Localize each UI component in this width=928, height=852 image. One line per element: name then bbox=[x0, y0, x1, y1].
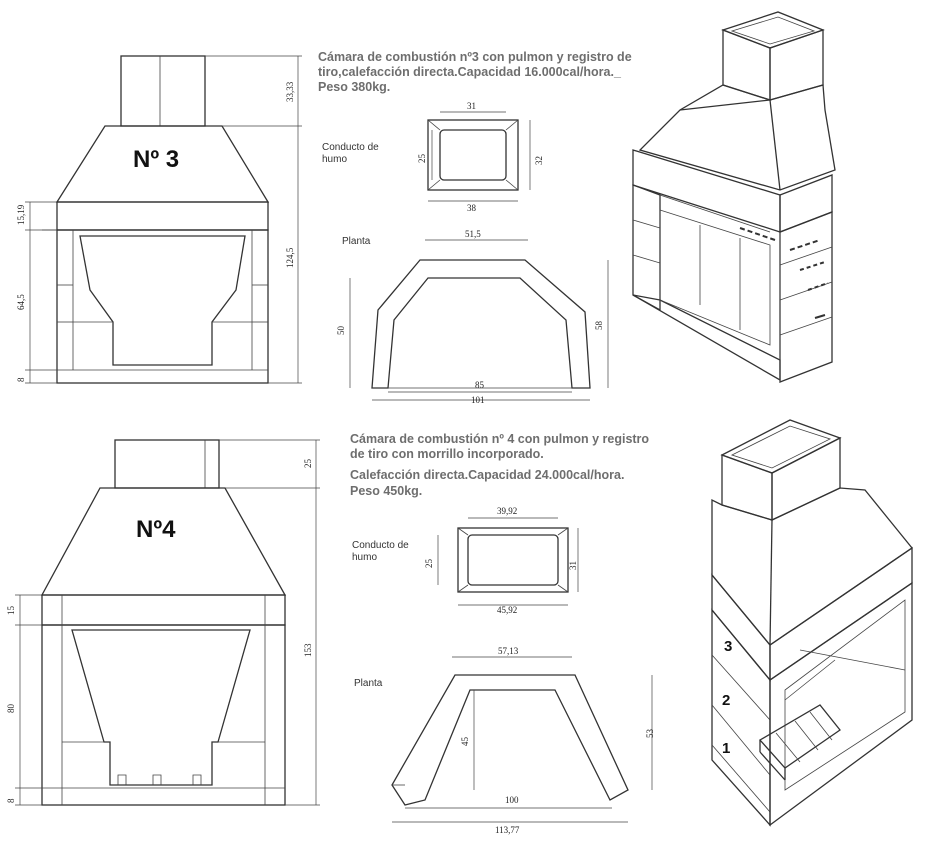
model3-flue-dim-left: 25 bbox=[417, 154, 427, 163]
model3-flue-label-line-2: humo bbox=[322, 154, 348, 165]
model3-title: Nº 3 bbox=[133, 146, 180, 173]
model4-section-number-2: 2 bbox=[722, 692, 731, 709]
model3-flue-label-line-1: Conducto de bbox=[322, 142, 379, 153]
model3-elev-dim-chimney: 33,33 bbox=[285, 81, 295, 102]
model3-front-elevation bbox=[25, 55, 302, 384]
model3-flue-dim-bottom: 38 bbox=[467, 203, 476, 213]
model3-description-line-2: tiro,calefacción directa.Capacidad 16.00… bbox=[318, 65, 621, 79]
model4-flue-dim-bottom: 45,92 bbox=[497, 605, 518, 615]
model3-plan-dim-inner: 85 bbox=[475, 380, 484, 390]
model4-elev-dim-base: 8 bbox=[6, 798, 16, 804]
model4-flue-label-line-1: Conducto de bbox=[352, 540, 409, 551]
model4-section-number-1: 1 bbox=[722, 740, 731, 757]
model3-elev-dim-total: 124,5 bbox=[285, 247, 295, 268]
model4-flue-label-line-2: humo bbox=[352, 552, 378, 563]
model4-elev-dim-opening: 80 bbox=[6, 704, 16, 713]
model4-elev-dim-band: 15 bbox=[6, 606, 16, 615]
model4-title: Nº4 bbox=[136, 516, 176, 543]
model4-isometric bbox=[711, 419, 913, 827]
model3-description-line-3: Peso 380kg. bbox=[318, 80, 391, 94]
model4-section-number-3: 3 bbox=[724, 638, 733, 655]
model4-description-line-3: Calefacción directa.Capacidad 24.000cal/… bbox=[350, 468, 625, 482]
model4-flue-dim-top: 39,92 bbox=[497, 506, 518, 516]
model3-flue-section bbox=[427, 111, 531, 202]
model3-isometric bbox=[632, 11, 836, 383]
model4-flue-dim-left: 25 bbox=[424, 559, 434, 568]
model3-elev-dim-band: 15,19 bbox=[16, 204, 26, 225]
model3-plan-dim-right: 58 bbox=[594, 321, 604, 330]
model3-plan-dim-outer: 101 bbox=[471, 395, 485, 405]
model4-flue-section bbox=[437, 517, 579, 606]
model3-elev-dim-base: 8 bbox=[16, 377, 26, 383]
model4-front-elevation bbox=[15, 439, 320, 806]
model4-description-line-2: de tiro con morrillo incorporado. bbox=[350, 447, 544, 461]
model4-elev-dim-chimney: 25 bbox=[303, 459, 313, 468]
model3-plan-dim-top: 51,5 bbox=[465, 229, 481, 239]
model4-description-line-1: Cámara de combustión nº 4 con pulmon y r… bbox=[350, 432, 650, 446]
model4-description-line-4: Peso 450kg. bbox=[350, 484, 423, 498]
model4-plan-label: Planta bbox=[354, 678, 383, 689]
model4-plan-dim-right: 53 bbox=[645, 729, 655, 738]
model4-plan bbox=[391, 656, 653, 823]
model4-plan-dim-inner: 100 bbox=[505, 795, 519, 805]
model3-description-line-1: Cámara de combustión nº3 con pulmon y re… bbox=[318, 50, 632, 64]
model3-flue-dim-right: 32 bbox=[534, 156, 544, 165]
model4-plan-dim-left: 45 bbox=[460, 737, 470, 746]
model3-flue-dim-top: 31 bbox=[467, 101, 476, 111]
model3-plan bbox=[349, 239, 609, 401]
model3-plan-label: Planta bbox=[342, 236, 371, 247]
model4-elev-dim-total: 153 bbox=[303, 643, 313, 658]
model4-plan-dim-top: 57,13 bbox=[498, 646, 519, 656]
model3-plan-dim-left: 50 bbox=[336, 326, 346, 335]
model4-plan-dim-outer: 113,77 bbox=[495, 825, 520, 835]
model4-flue-dim-right: 31 bbox=[568, 561, 578, 570]
model3-elev-dim-opening: 64,5 bbox=[16, 294, 26, 310]
